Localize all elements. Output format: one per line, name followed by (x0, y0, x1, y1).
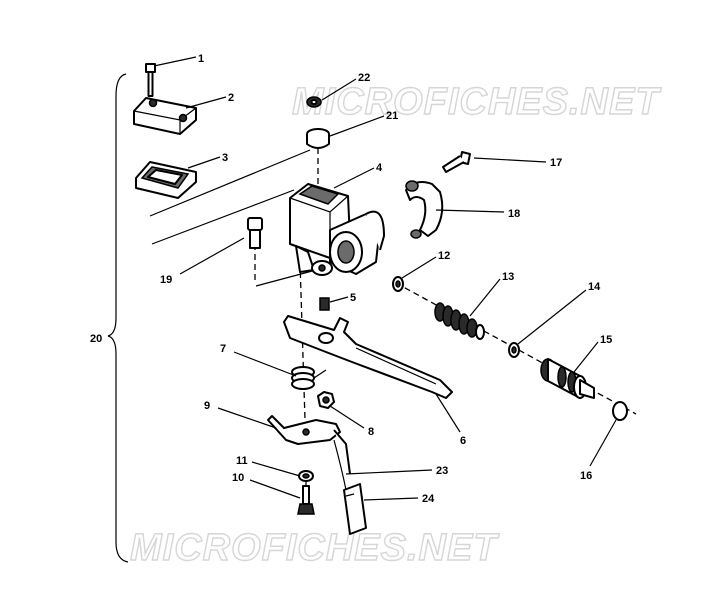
leader-2 (185, 96, 227, 109)
callout-22: 22 (358, 72, 370, 84)
part-18-clamp (405, 180, 444, 239)
part-6-brake-lever (283, 315, 453, 399)
callout-1: 1 (198, 53, 204, 65)
leader-12 (401, 256, 437, 279)
callout-15: 15 (600, 334, 612, 346)
leader-24 (363, 497, 419, 501)
callout-19: 19 (160, 274, 172, 286)
callout-4: 4 (376, 162, 383, 174)
leader-4 (333, 167, 375, 189)
part-16-snap-ring (612, 401, 628, 421)
leader-19 (179, 237, 245, 275)
part-1-screw (145, 63, 156, 97)
callout-8: 8 (368, 426, 374, 438)
assembly-bracket (107, 73, 129, 563)
part-7-spring (291, 366, 327, 390)
callout-17: 17 (550, 157, 562, 169)
leader-23 (345, 469, 433, 475)
part-14-washer (508, 342, 520, 358)
callout-9: 9 (204, 400, 210, 412)
part-2-reservoir-cover (133, 97, 197, 135)
leader-9 (217, 407, 277, 429)
part-24-switch (343, 483, 367, 535)
leader-16 (589, 419, 617, 467)
leader-7 (233, 351, 297, 377)
callout-24: 24 (422, 493, 435, 505)
part-8-nut (317, 391, 335, 409)
callout-20: 20 (90, 333, 102, 345)
leader-10 (249, 479, 301, 499)
part-17-bolt (442, 151, 471, 173)
leader-13 (469, 278, 501, 317)
part-15-piston (540, 358, 595, 399)
watermark-top: MICROFICHES.NET (292, 81, 661, 123)
part-4-master-cylinder (289, 183, 385, 276)
leader-15 (573, 341, 599, 373)
callout-12: 12 (438, 250, 450, 262)
leader-6 (435, 393, 461, 433)
guide-line-1 (151, 189, 295, 245)
callout-13: 13 (502, 271, 514, 283)
leader-1 (153, 56, 197, 67)
part-9-switch-bracket (267, 415, 351, 475)
axis-piston (395, 282, 637, 415)
leader-11 (251, 461, 301, 477)
callout-6: 6 (460, 435, 466, 447)
leader-18 (435, 209, 505, 213)
watermark-bottom: MICROFICHES.NET (130, 527, 499, 569)
axis-pivot (299, 261, 306, 421)
part-23-wire (333, 439, 347, 491)
leader-14 (517, 289, 587, 345)
callout-2: 2 (228, 92, 234, 104)
leader-3 (187, 156, 221, 169)
leader-17 (473, 157, 547, 163)
callout-10: 10 (232, 472, 244, 484)
leader-22 (321, 78, 357, 101)
part-19-pivot-bolt (247, 217, 263, 249)
callout-3: 3 (222, 152, 228, 164)
callout-7: 7 (220, 343, 226, 355)
callout-14: 14 (588, 281, 601, 293)
part-3-diaphragm (135, 161, 197, 199)
part-13-boot (434, 302, 485, 340)
leader-5 (329, 296, 349, 303)
callout-18: 18 (508, 208, 520, 220)
guide-line-2 (149, 149, 311, 217)
callout-11: 11 (236, 455, 248, 467)
part-12-washer (392, 276, 404, 292)
part-10-screw (297, 485, 315, 515)
callout-5: 5 (350, 292, 356, 304)
leader-21 (329, 115, 385, 137)
part-11-lock-washer (298, 470, 314, 482)
part-5-set-screw (319, 297, 330, 311)
part-22-nut (306, 96, 322, 108)
leader-8 (329, 405, 365, 429)
part-21-bushing (306, 128, 330, 149)
callout-21: 21 (386, 110, 398, 122)
callout-16: 16 (580, 470, 592, 482)
guide-line-3 (255, 269, 317, 287)
callout-23: 23 (436, 465, 448, 477)
